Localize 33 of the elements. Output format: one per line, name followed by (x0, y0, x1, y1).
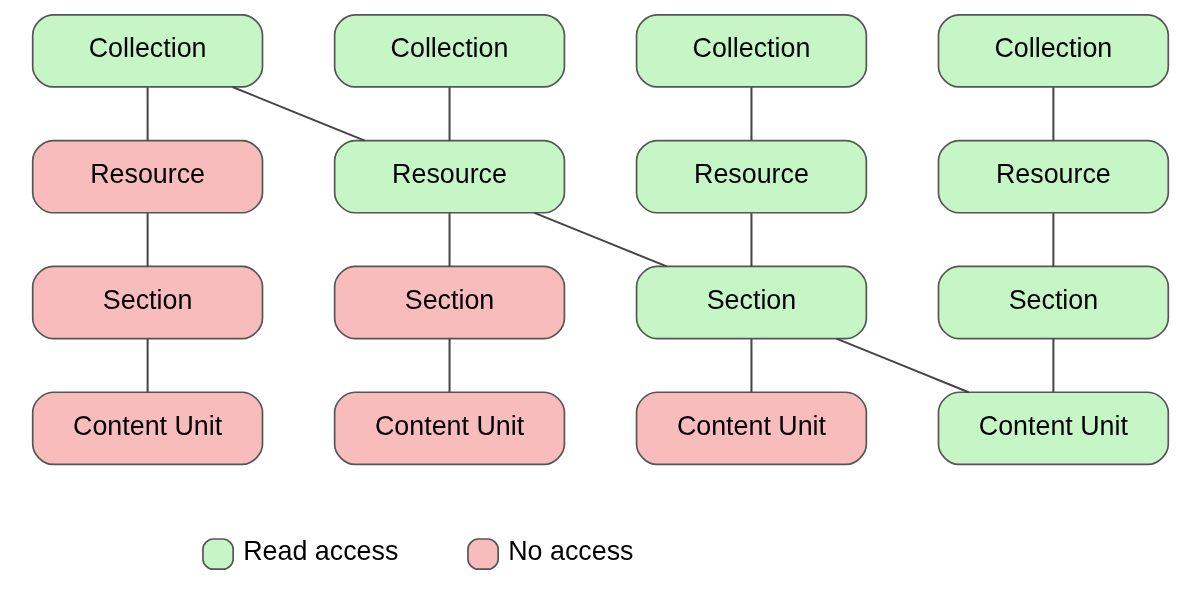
node-box: Collection (937, 14, 1169, 88)
connector (448, 213, 451, 267)
connector (231, 86, 365, 142)
connector (533, 211, 667, 268)
connector (146, 338, 149, 393)
node-box: Section (333, 265, 565, 340)
node-box: Resource (333, 139, 565, 214)
legend-label: No access (507, 536, 633, 567)
connector (1051, 87, 1054, 141)
node-box: Content Unit (333, 391, 565, 466)
node-box: Section (31, 265, 263, 340)
node-box: Section (635, 265, 867, 340)
node-box: Resource (635, 139, 867, 214)
connector (835, 337, 969, 394)
connector (146, 87, 149, 141)
node-box: Resource (937, 139, 1169, 214)
node-box: Resource (31, 139, 263, 214)
connector (448, 87, 451, 141)
connector (1051, 213, 1054, 267)
node-box: Content Unit (31, 391, 263, 466)
connector (1051, 338, 1054, 393)
node-box: Section (937, 265, 1169, 340)
node-box: Content Unit (635, 391, 867, 466)
legend-label: Read access (242, 536, 398, 567)
connector (448, 338, 451, 393)
node-box: Content Unit (937, 391, 1169, 466)
connector (749, 87, 752, 141)
connector (146, 213, 149, 267)
connector (749, 213, 752, 267)
connector (749, 338, 752, 393)
node-box: Collection (31, 14, 263, 88)
node-box: Collection (333, 14, 565, 88)
node-box: Collection (635, 14, 867, 88)
